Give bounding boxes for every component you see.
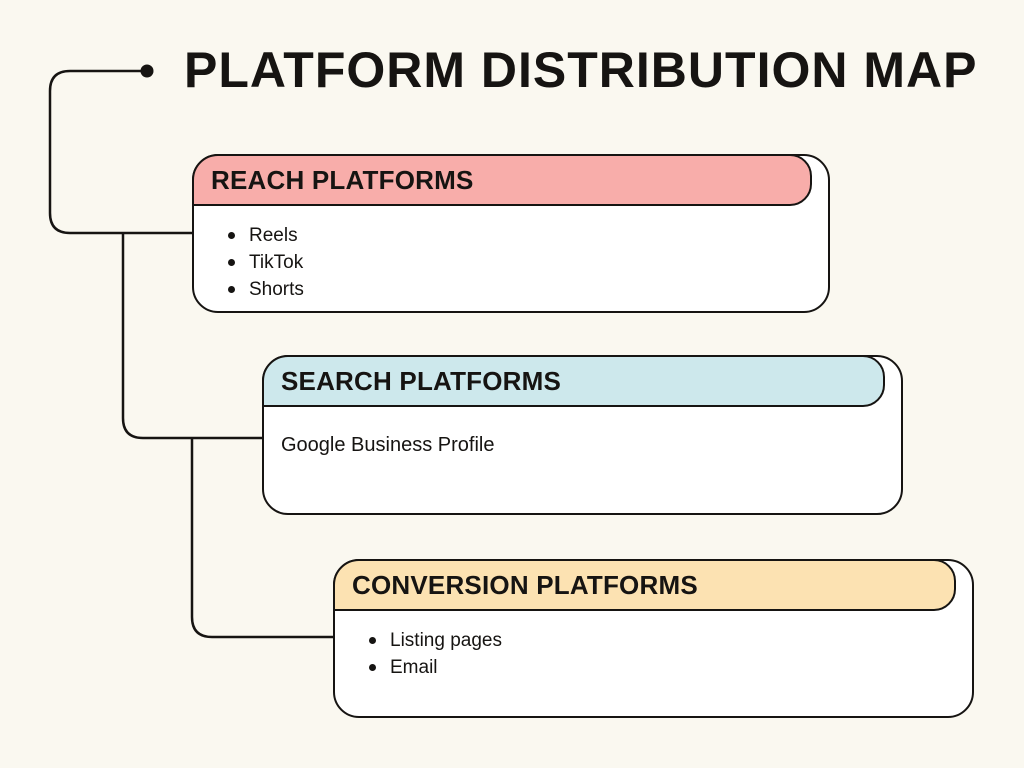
card-search-platforms: SEARCH PLATFORMS Google Business Profile: [262, 355, 903, 515]
card-conversion-header: CONVERSION PLATFORMS: [333, 559, 956, 611]
connector-title-to-reach: [48, 69, 192, 235]
list-item: Listing pages: [369, 627, 972, 654]
list-item: Email: [369, 654, 972, 681]
list-item: Shorts: [228, 276, 828, 303]
list-item: TikTok: [228, 249, 828, 276]
card-search-text: Google Business Profile: [281, 434, 495, 456]
page-title: PLATFORM DISTRIBUTION MAP: [184, 42, 978, 98]
title-bullet-dot: [140, 64, 154, 78]
card-search-body: Google Business Profile: [264, 407, 901, 513]
card-search-title: SEARCH PLATFORMS: [281, 365, 562, 396]
card-reach-header: REACH PLATFORMS: [192, 154, 812, 206]
card-conversion-title: CONVERSION PLATFORMS: [352, 569, 698, 600]
card-reach-title: REACH PLATFORMS: [211, 164, 474, 195]
list-item: Reels: [228, 222, 828, 249]
card-search-header: SEARCH PLATFORMS: [262, 355, 885, 407]
